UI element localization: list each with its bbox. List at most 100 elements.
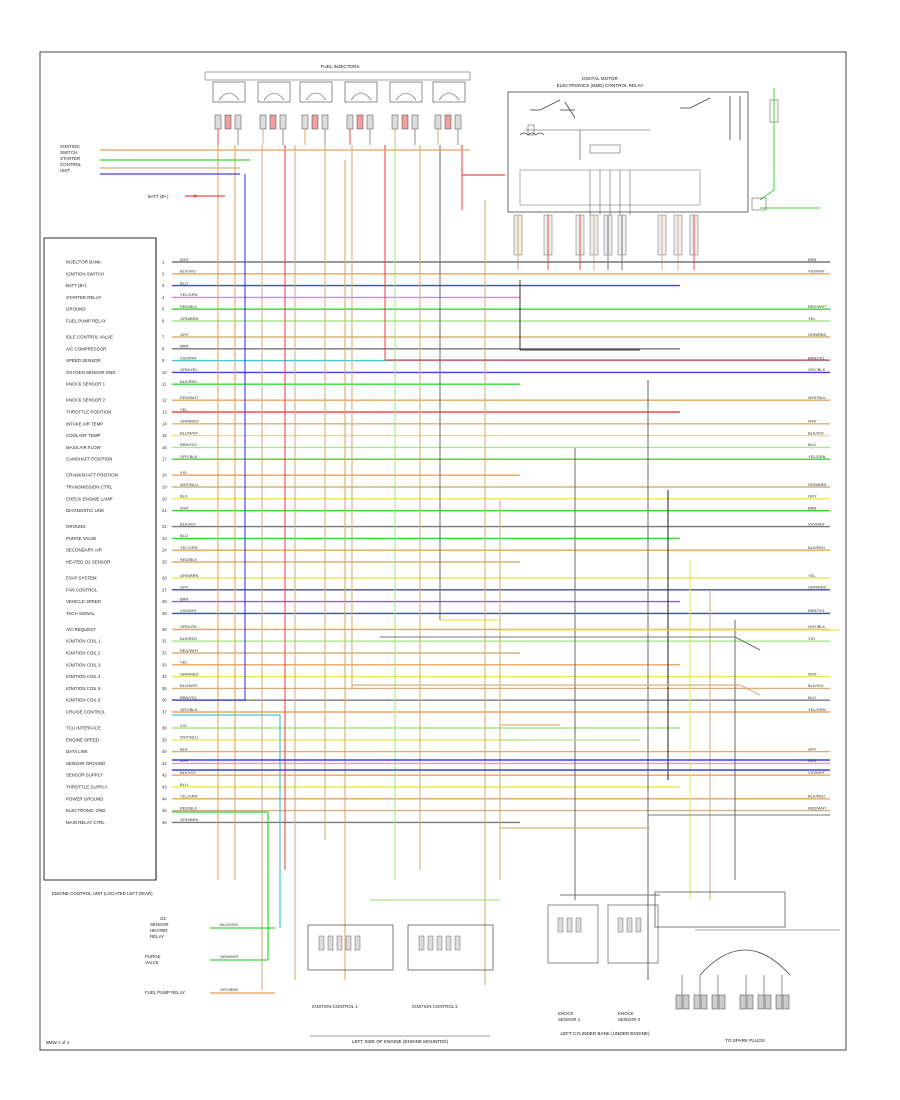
wire-code-left: GRN/BRN [180,817,199,822]
ecu-label-34: IGNITION COIL 4 [66,674,101,679]
wire-code-left: WHT/BLU [180,735,198,740]
ecu-label-26: EVAP SYSTEM [66,576,97,581]
sensor-pin [557,917,564,933]
wire-code-right: WHT [808,419,818,424]
wire-code-left: RED/WHT [180,395,199,400]
dme-control-relay: DIGITAL MOTOR ELECTRONICS (DME) CONTROL … [507,76,820,270]
ecu-label-46: MAIN RELAY CTRL [66,820,105,825]
fuel-injector-5 [389,81,423,145]
ecu-pin-number: 45 [162,808,167,813]
spark-plug-boot [764,994,772,1010]
sensor-pin [566,917,573,933]
wire-tan-run [739,684,761,696]
svg-text:STARTER: STARTER [60,156,80,161]
ecu-label-32: IGNITION COIL 2 [66,651,101,656]
ecu-label-12: KNOCK SENSOR 2 [66,398,106,403]
wire-code-right: GRY/BLK [808,367,826,372]
ecu-label-6: FUEL PUMP RELAY [66,319,106,324]
ecu-label-16: MASS AIR FLOW [66,445,101,450]
injector-pin [356,114,364,130]
ecu-label-33: IGNITION COIL 3 [66,662,101,667]
injector-pin [279,114,287,130]
module-pin [454,935,461,951]
ecu-pin-number: 21 [162,508,167,513]
wire-code-left: YEL/GRN [180,794,198,799]
spark-plug-1 [675,994,683,1010]
ecu-pin-number: 2 [162,271,165,276]
module-pin [318,935,325,951]
fuel-injector-2 [257,81,291,145]
ecu-pin-number: 27 [162,587,167,592]
wire-code-left: BLK/RED [180,379,197,384]
wire-code-left: GRN/BRN [180,573,199,578]
sensor-pin [617,917,624,933]
ecu-label-8: A/C COMPRESSOR [66,346,106,351]
spark-plug-boot [718,994,726,1010]
wire-code-left: BLK/RED [180,636,197,641]
wire-code-left: RED/WHT [180,648,199,653]
fuel-injectors: FUEL INJECTORS [204,64,471,145]
dme-unit-label: ENGINE CONTROL UNIT (LOCATED LEFT REAR) [52,891,153,896]
ecu-pin-number: 38 [162,726,167,731]
svg-text:GRY/BRN: GRY/BRN [220,987,238,992]
ecu-label-20: CHECK ENGINE LAMP [66,496,113,501]
wire-code-right: BRN [808,758,817,763]
wire-code-left: VIO [180,470,187,475]
injector-housing [212,81,246,103]
ecu-pin-number: 37 [162,710,167,715]
ecu-pin-number: 3 [162,283,165,288]
injector-pin [321,114,329,130]
fuel-injector-1 [212,81,246,145]
ecu-pin-number: 34 [162,674,167,679]
wire-code-left: YEL/GRN [180,545,198,550]
ecu-label-28: VEHICLE SPEED [66,599,101,604]
wire-code-right: BLU [808,442,816,447]
wire-code-left: YEL [180,407,188,412]
wire-code-right: BRN/YEL [808,608,826,613]
wire-code-left: BLU [180,533,188,538]
svg-text:HEATER: HEATER [150,928,167,933]
wire-code-right: GRN/RED [808,332,827,337]
wire-code-right: BRN/YEL [808,355,826,360]
battery-label: BATT (B+) [148,194,169,199]
wire-code-left: VIO [180,723,187,728]
spark-plug-3 [711,994,719,1010]
ecu-label-22: GROUND [66,524,86,529]
wire-code-left: BRN [180,344,189,349]
wire-code-right: RED/WHT [808,805,827,810]
ecu-label-25: HEATED O2 SENSOR [66,560,110,565]
ecu-pin-number: 7 [162,335,165,340]
wire-code-left: BRN/YEL [180,695,198,700]
injector-pin [444,114,452,130]
ecu-label-10: OXYGEN SENSOR GND [66,370,116,375]
ecu-label-9: SPEED SENSOR [66,358,101,363]
ecu-pin-number: 39 [162,737,167,742]
ecu-label-11: KNOCK SENSOR 1 [66,382,106,387]
svg-text:SENSOR 1: SENSOR 1 [558,1017,581,1022]
ecu-pin-number: 42 [162,773,167,778]
fuel-injectors-title: FUEL INJECTORS [321,64,360,69]
wire-code-left: VIO/WHT [180,608,198,613]
ecu-label-38: TCU INTERFACE [66,726,101,731]
wire-code-left: GRY [180,585,189,590]
wire-code-right: VIO/WHT [808,521,826,526]
wire-code-left: BLK [180,494,188,499]
vertical-wire-runs [172,145,840,990]
wire-code-right: BLK/VIO [808,683,824,688]
wire-code-left: GRN/RED [180,671,199,676]
svg-text:BLU/GRN: BLU/GRN [220,922,238,927]
injector-coil [305,92,327,101]
ecu-label-42: SENSOR SUPPLY [66,773,103,778]
page-tag: BMW 1 of 4 [46,1040,69,1045]
ecu-label-29: TACH SIGNAL [66,611,96,616]
ignition-distribution: TO SPARK PLUGS [654,891,840,1043]
ecu-pin-number: 32 [162,651,167,656]
svg-text:UNIT: UNIT [60,168,71,173]
wire-code-left: GRN/YEL [180,624,198,629]
wire-code-left: BLK/VIO [180,521,196,526]
spark-plugs-label: TO SPARK PLUGS [725,1038,765,1043]
ecu-pin-number: 22 [162,524,167,529]
ecu-pin-number: 6 [162,319,165,324]
wire-code-left: WHT [180,505,190,510]
